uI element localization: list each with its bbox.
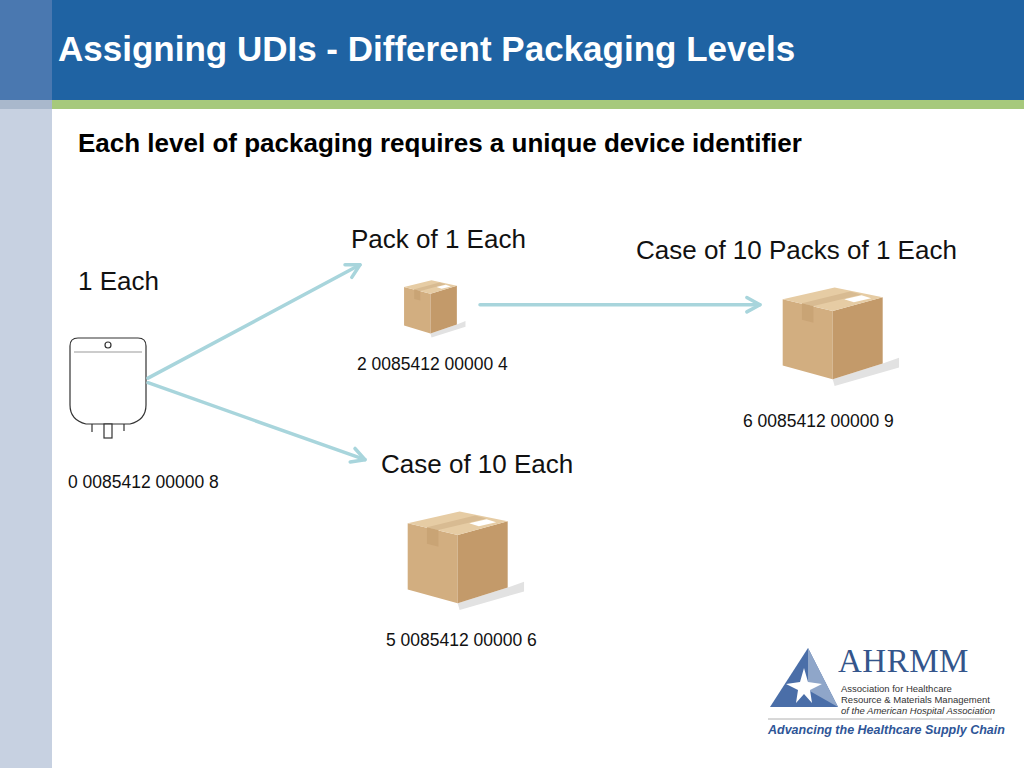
udi-number: 6 0085412 00000 9 (743, 411, 894, 432)
arrow-connector (480, 298, 760, 312)
side-bar (0, 0, 52, 768)
arrow-connector (148, 265, 360, 378)
green-strip (52, 100, 1024, 109)
pack-box-illustration (404, 280, 465, 337)
logo-rule (768, 719, 992, 720)
logo-text: Association for Healthcare (841, 683, 952, 694)
title-band (52, 0, 1024, 100)
case-box-illustration (783, 288, 899, 386)
arrow-head (747, 298, 760, 312)
level-label: Pack of 1 Each (351, 224, 526, 255)
packaging-level: Case of 10 Packs of 1 Each6 0085412 0000… (760, 275, 892, 385)
udi-number: 0 0085412 00000 8 (68, 472, 219, 493)
arrow-connector (148, 383, 365, 462)
udi-number: 5 0085412 00000 6 (386, 630, 537, 651)
iv-bag-illustration (70, 338, 146, 438)
arrow-line (480, 303, 760, 307)
udi-number: 2 0085412 00000 4 (357, 354, 508, 375)
logo-wordmark: AHRMM (838, 643, 969, 679)
arrow-head (350, 448, 365, 462)
packaging-level: 1 Each0 0085412 00000 8 (62, 328, 148, 442)
logo-text: Resource & Materials Management (841, 694, 990, 705)
packaging-level: Case of 10 Each5 0085412 00000 6 (365, 455, 520, 610)
level-label: Case of 10 Packs of 1 Each (636, 235, 957, 266)
case-box-illustration (408, 512, 524, 610)
side-strip (0, 100, 52, 109)
logo-mark (770, 648, 838, 707)
arrow-head (345, 265, 360, 278)
level-label: 1 Each (78, 266, 159, 297)
logo-text: of the American Hospital Association (841, 705, 995, 716)
subtitle: Each level of packaging requires a uniqu… (78, 128, 802, 159)
level-label: Case of 10 Each (381, 449, 573, 480)
arrow-line (148, 265, 360, 378)
arrow-line (148, 383, 365, 460)
slide-title: Assigning UDIs - Different Packaging Lev… (58, 29, 795, 69)
side-bar-top (0, 0, 52, 100)
logo-tagline: Advancing the Healthcare Supply Chain (768, 723, 1005, 738)
packaging-level: Pack of 1 Each2 0085412 00000 4 (360, 260, 480, 340)
